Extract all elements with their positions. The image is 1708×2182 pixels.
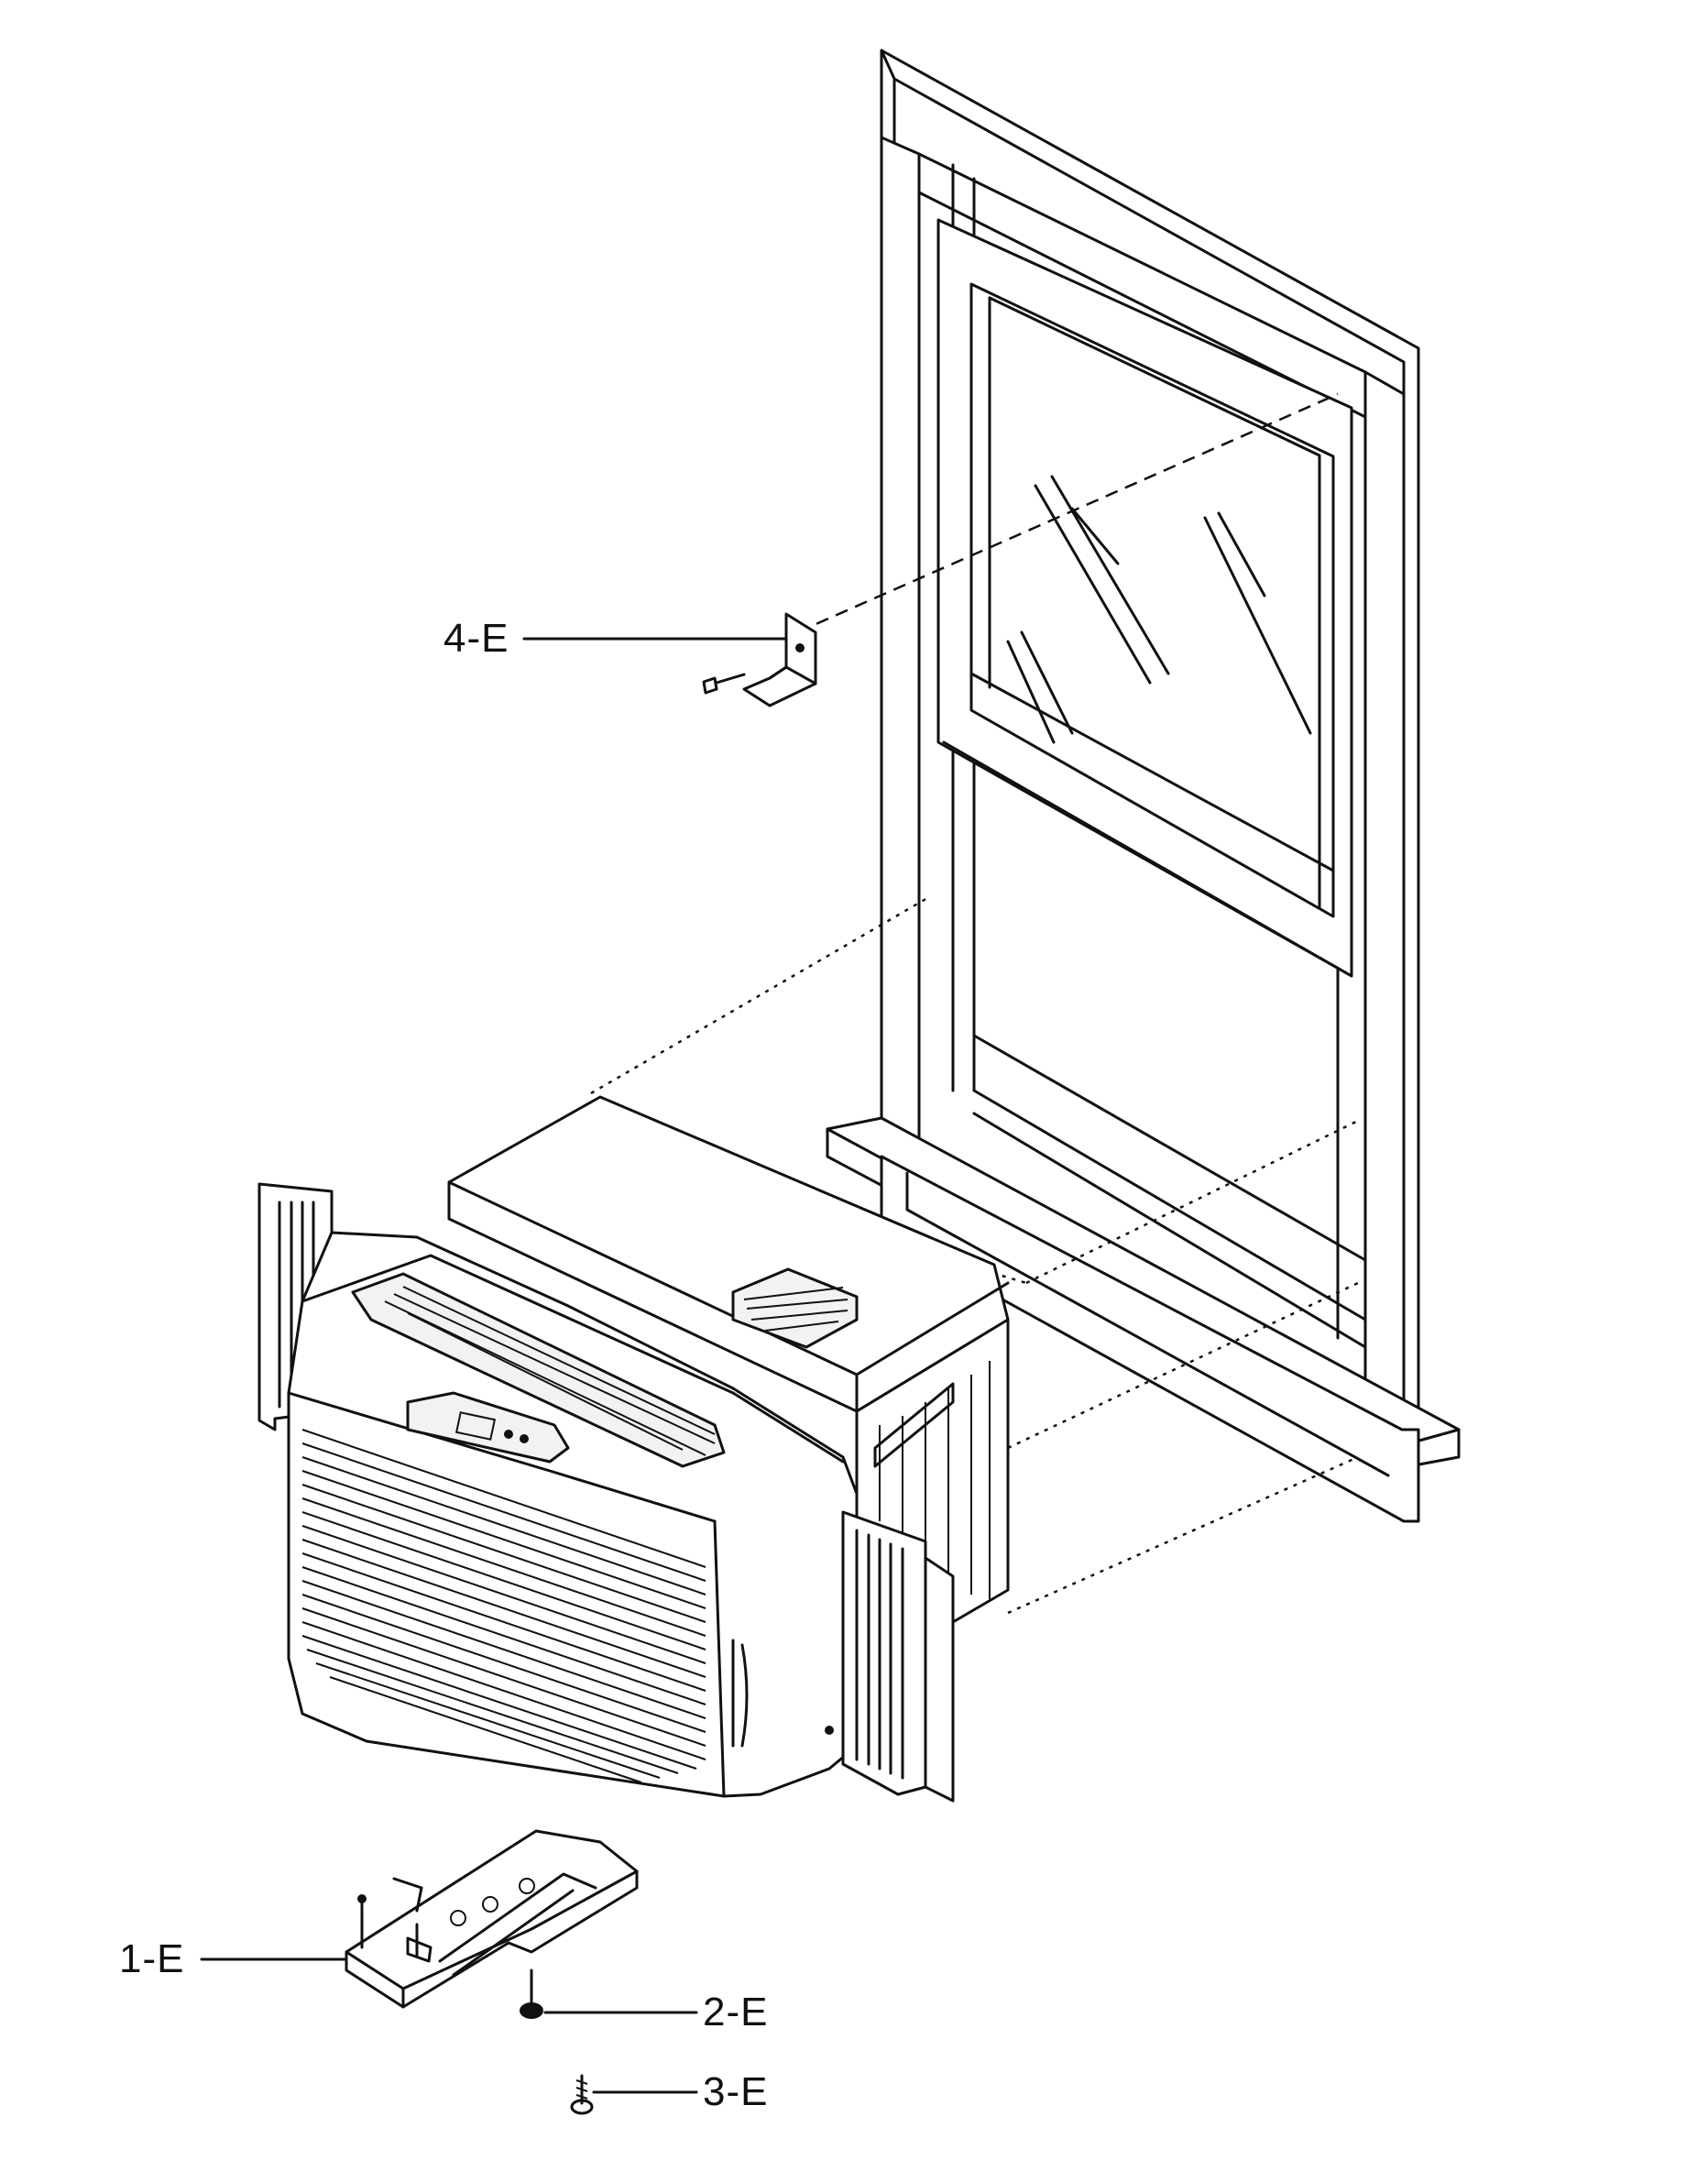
part-label-1-e: 1-E <box>119 1936 185 1981</box>
leader-lines <box>200 637 788 2094</box>
part-label-4-e: 4-E <box>443 616 509 661</box>
window-frame-icon <box>826 49 1461 1523</box>
part-label-2-e: 2-E <box>703 1990 769 2034</box>
air-conditioner-icon <box>257 1095 1010 1803</box>
mounting-guide-lines <box>590 392 1359 1615</box>
angle-bracket-icon <box>702 612 817 707</box>
part-label-3-e: 3-E <box>703 2069 769 2114</box>
screw-icon <box>570 2074 594 2115</box>
mounting-bracket-icon <box>345 1829 639 2009</box>
front-grille <box>301 1429 706 1783</box>
rubber-foot-icon <box>520 1968 543 2019</box>
